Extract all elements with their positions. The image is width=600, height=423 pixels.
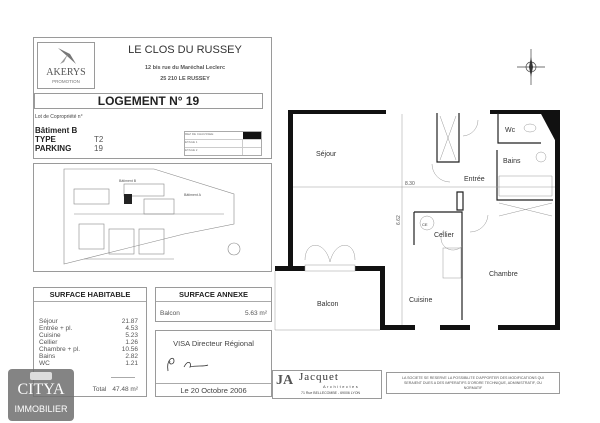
- room-bains: Bains: [503, 158, 521, 165]
- type-label: TYPE: [35, 135, 56, 144]
- room-balcon: Balcon: [317, 301, 339, 308]
- citya-logo-icon: [30, 372, 52, 380]
- total-value: 47.48 m²: [112, 386, 138, 393]
- dimension-vertical: 6.62: [396, 215, 402, 225]
- visa-title: VISA Directeur Régional: [173, 339, 254, 348]
- surface-annexe-title: SURFACE ANNEXE: [156, 288, 271, 302]
- type-value: T2: [94, 135, 104, 144]
- project-title: LE CLOS DU RUSSEY: [128, 44, 242, 56]
- akerys-logo-sub: PROMOTION: [52, 79, 80, 84]
- header-box: AKERYS PROMOTION LE CLOS DU RUSSEY 12 bi…: [33, 37, 272, 159]
- surface-row: Entrée + pl.4.53: [39, 325, 138, 332]
- surface-habitable-title: SURFACE HABITABLE: [34, 288, 146, 302]
- level-2: ETAGE 2: [185, 148, 198, 152]
- room-chambre: Chambre: [489, 271, 518, 278]
- room-entree: Entrée: [464, 176, 485, 183]
- total-label: Total: [92, 386, 107, 393]
- room-sejour: Séjour: [316, 151, 337, 158]
- room-wc: Wc: [505, 127, 516, 134]
- walls: [275, 110, 560, 330]
- visa-date: Le 20 Octobre 2006: [156, 383, 271, 395]
- site-plan: Bâtiment B Bâtiment A: [33, 163, 272, 272]
- architect-logo-mark: JA: [276, 373, 294, 388]
- logement-title: LOGEMENT N° 19: [34, 93, 263, 109]
- parking-value: 19: [94, 144, 103, 153]
- room-ce: CE: [422, 222, 428, 227]
- batiment: Bâtiment B: [35, 126, 78, 135]
- citya-watermark: CITYA IMMOBILIER: [8, 369, 74, 421]
- room-cuisine: Cuisine: [409, 297, 432, 304]
- site-label-b: Bâtiment B: [119, 179, 137, 183]
- lot-label: Lot de Copropriété n°: [35, 114, 83, 120]
- parking-label: PARKING: [35, 144, 72, 153]
- level-1: ETAGE 1: [185, 140, 198, 144]
- akerys-logo: AKERYS PROMOTION: [37, 42, 95, 89]
- address-line-2: 25 210 LE RUSSEY: [160, 76, 210, 82]
- level-table: REZ DE CHAUSSEE ETAGE 1 ETAGE 2: [184, 131, 262, 156]
- architect-box: JA Jacquet Architectes 71 Rue BELLECOMBE…: [272, 370, 382, 399]
- architect-name: Jacquet: [299, 371, 339, 383]
- address-line-1: 12 bis rue du Maréchal Leclerc: [144, 65, 226, 71]
- level-rdc: REZ DE CHAUSSEE: [185, 132, 214, 136]
- dimension-horizontal: 8.30: [405, 181, 415, 187]
- surface-row: Chambre + pl.10.56: [39, 346, 138, 353]
- room-cellier: Cellier: [434, 232, 455, 239]
- visa-box: VISA Directeur Régional Le 20 Octobre 20…: [155, 330, 272, 397]
- site-label-a: Bâtiment A: [184, 193, 202, 197]
- akerys-logo-mark: [58, 48, 76, 64]
- signature: [167, 357, 209, 372]
- architect-address: 71 Rue BELLECOMBE - 69006 LYON: [301, 390, 361, 395]
- site-plan-drawing: Bâtiment B Bâtiment A: [63, 168, 241, 265]
- citya-name: CITYA: [17, 381, 65, 398]
- level-marker-selected: [243, 132, 261, 139]
- disclaimer: LA SOCIETE SE RESERVE LA POSSIBILITE D'A…: [386, 372, 560, 394]
- akerys-logo-name: AKERYS: [46, 67, 86, 78]
- architect-sub: Architectes: [323, 384, 360, 389]
- compass-icon: [517, 49, 545, 85]
- citya-sub: IMMOBILIER: [14, 404, 68, 414]
- surface-total: Total 47.48 m²: [39, 386, 138, 393]
